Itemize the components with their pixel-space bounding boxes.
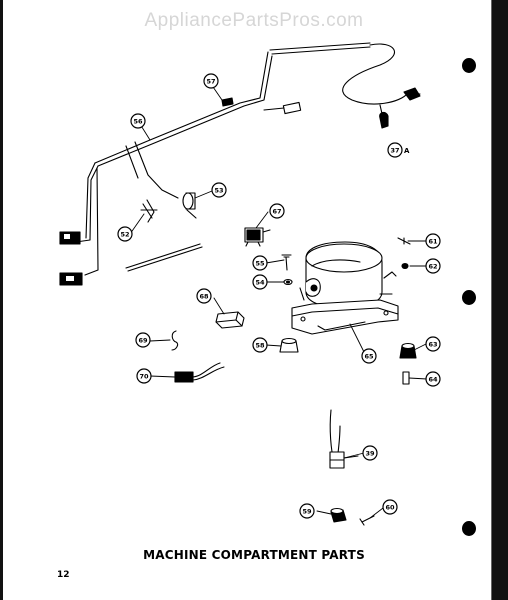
diagram-title: MACHINE COMPARTMENT PARTS <box>143 548 365 562</box>
clip-part <box>221 97 234 107</box>
callout-69: 69 <box>135 332 151 348</box>
binder-hole-top <box>462 58 476 73</box>
power-cord <box>342 43 421 129</box>
callout-64: 64 <box>425 371 441 387</box>
callout-60: 60 <box>382 499 398 515</box>
callout-59: 59 <box>299 503 315 519</box>
svg-text:57: 57 <box>206 78 215 86</box>
callout-63: 63 <box>425 336 441 352</box>
callout-56: 56 <box>130 113 146 129</box>
svg-text:60: 60 <box>385 504 395 512</box>
svg-text:70: 70 <box>139 373 149 381</box>
callout-39: 39 <box>362 445 378 461</box>
thermostat-probe <box>329 409 359 469</box>
callout-68: 68 <box>196 288 212 304</box>
svg-text:39: 39 <box>365 450 375 458</box>
pin-61 <box>397 237 411 245</box>
callout-58: 58 <box>252 337 268 353</box>
svg-text:67: 67 <box>272 208 281 216</box>
grommet-62 <box>401 262 409 270</box>
svg-text:65: 65 <box>364 353 374 361</box>
overload-part <box>182 192 197 219</box>
page-border-right <box>492 0 508 600</box>
binder-hole-middle <box>462 290 476 305</box>
page-number: 12 <box>57 570 70 580</box>
svg-text:55: 55 <box>255 260 265 268</box>
page-border-right-inner <box>491 0 492 600</box>
callout-55: 55 <box>252 255 268 271</box>
callout-37a: 37 <box>387 142 403 158</box>
svg-text:54: 54 <box>255 279 265 287</box>
callout-53: 53 <box>211 182 227 198</box>
svg-text:62: 62 <box>428 263 437 271</box>
svg-text:69: 69 <box>138 337 148 345</box>
callout-54: 54 <box>252 274 268 290</box>
callout-70: 70 <box>136 368 152 384</box>
binder-hole-bottom <box>462 521 476 536</box>
callout-61: 61 <box>425 233 441 249</box>
svg-text:53: 53 <box>214 187 223 195</box>
capacitor-68 <box>215 311 245 329</box>
callout-57: 57 <box>203 73 219 89</box>
washer-54 <box>283 278 293 286</box>
svg-text:61: 61 <box>428 238 438 246</box>
screw-60 <box>359 515 375 526</box>
svg-text:37: 37 <box>390 147 399 155</box>
page-border-left <box>0 0 3 600</box>
svg-text:59: 59 <box>302 508 312 516</box>
compressor <box>291 241 399 335</box>
spring-clip-69 <box>171 330 179 351</box>
wire-70 <box>174 362 225 383</box>
grommet-58 <box>279 337 299 353</box>
svg-text:56: 56 <box>133 118 143 126</box>
callout-37a-suffix: A <box>404 147 410 155</box>
callout-52: 52 <box>117 226 133 242</box>
wire-harness <box>59 42 371 286</box>
callout-67: 67 <box>269 203 285 219</box>
svg-text:68: 68 <box>199 293 209 301</box>
svg-text:63: 63 <box>428 341 437 349</box>
svg-text:64: 64 <box>428 376 438 384</box>
callout-65: 65 <box>361 348 377 364</box>
clip-52 <box>140 199 158 223</box>
watermark: AppliancePartsPros.com <box>144 10 364 31</box>
grommet-63 <box>399 342 417 359</box>
cap-59 <box>330 507 347 523</box>
svg-text:58: 58 <box>255 342 265 350</box>
callout-62: 62 <box>425 258 441 274</box>
relay-part <box>244 227 271 247</box>
bolt-55 <box>281 254 292 271</box>
sleeve-64 <box>402 371 410 385</box>
svg-text:52: 52 <box>120 231 129 239</box>
